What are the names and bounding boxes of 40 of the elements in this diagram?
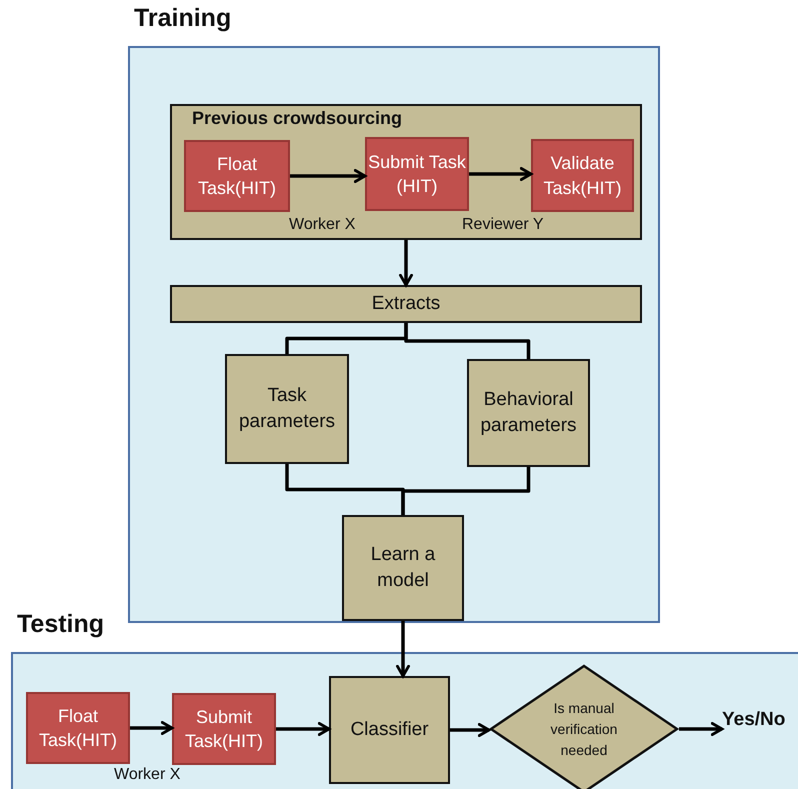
connector-line xyxy=(404,323,530,359)
arrow xyxy=(679,722,724,736)
box-label: Classifier xyxy=(350,718,429,742)
task-box xyxy=(184,140,290,212)
panel-heading: Testing xyxy=(17,610,104,639)
arrow xyxy=(450,723,490,737)
task-box xyxy=(531,139,634,212)
connector-line xyxy=(401,467,530,515)
task-box xyxy=(172,693,276,765)
role-label: Worker X xyxy=(289,216,356,234)
output-label: Yes/No xyxy=(722,709,786,730)
box-label: Float Task(HIT) xyxy=(197,152,277,200)
process-box xyxy=(342,515,464,621)
decision-text: Is manual verification needed xyxy=(550,698,618,760)
group-box xyxy=(170,104,642,240)
process-box xyxy=(170,285,642,323)
box-label: Submit Task (HIT) xyxy=(367,150,467,198)
arrow xyxy=(396,621,410,678)
process-box xyxy=(329,676,450,784)
box-label: Behavioral parameters xyxy=(479,388,578,438)
box-label: Extracts xyxy=(372,292,440,316)
arrow xyxy=(469,167,532,181)
box-label: Submit Task(HIT) xyxy=(184,706,264,753)
process-box xyxy=(225,354,349,464)
arrow xyxy=(130,721,174,735)
arrow xyxy=(399,240,413,286)
box-label: Learn a model xyxy=(370,543,436,593)
panel-heading: Training xyxy=(134,4,232,33)
arrow xyxy=(290,169,366,183)
box-label: Task parameters xyxy=(238,384,336,434)
task-box xyxy=(365,137,469,211)
box-label: Validate Task(HIT) xyxy=(542,152,622,200)
group-heading: Previous crowdsourcing xyxy=(192,108,402,129)
role-label: Worker X xyxy=(114,766,180,784)
arrow xyxy=(276,722,330,736)
role-label: Reviewer Y xyxy=(462,216,544,234)
box-label: Float Task(HIT) xyxy=(38,704,118,752)
task-box xyxy=(26,692,130,764)
process-box xyxy=(467,359,590,467)
decision-diamond xyxy=(489,664,679,789)
